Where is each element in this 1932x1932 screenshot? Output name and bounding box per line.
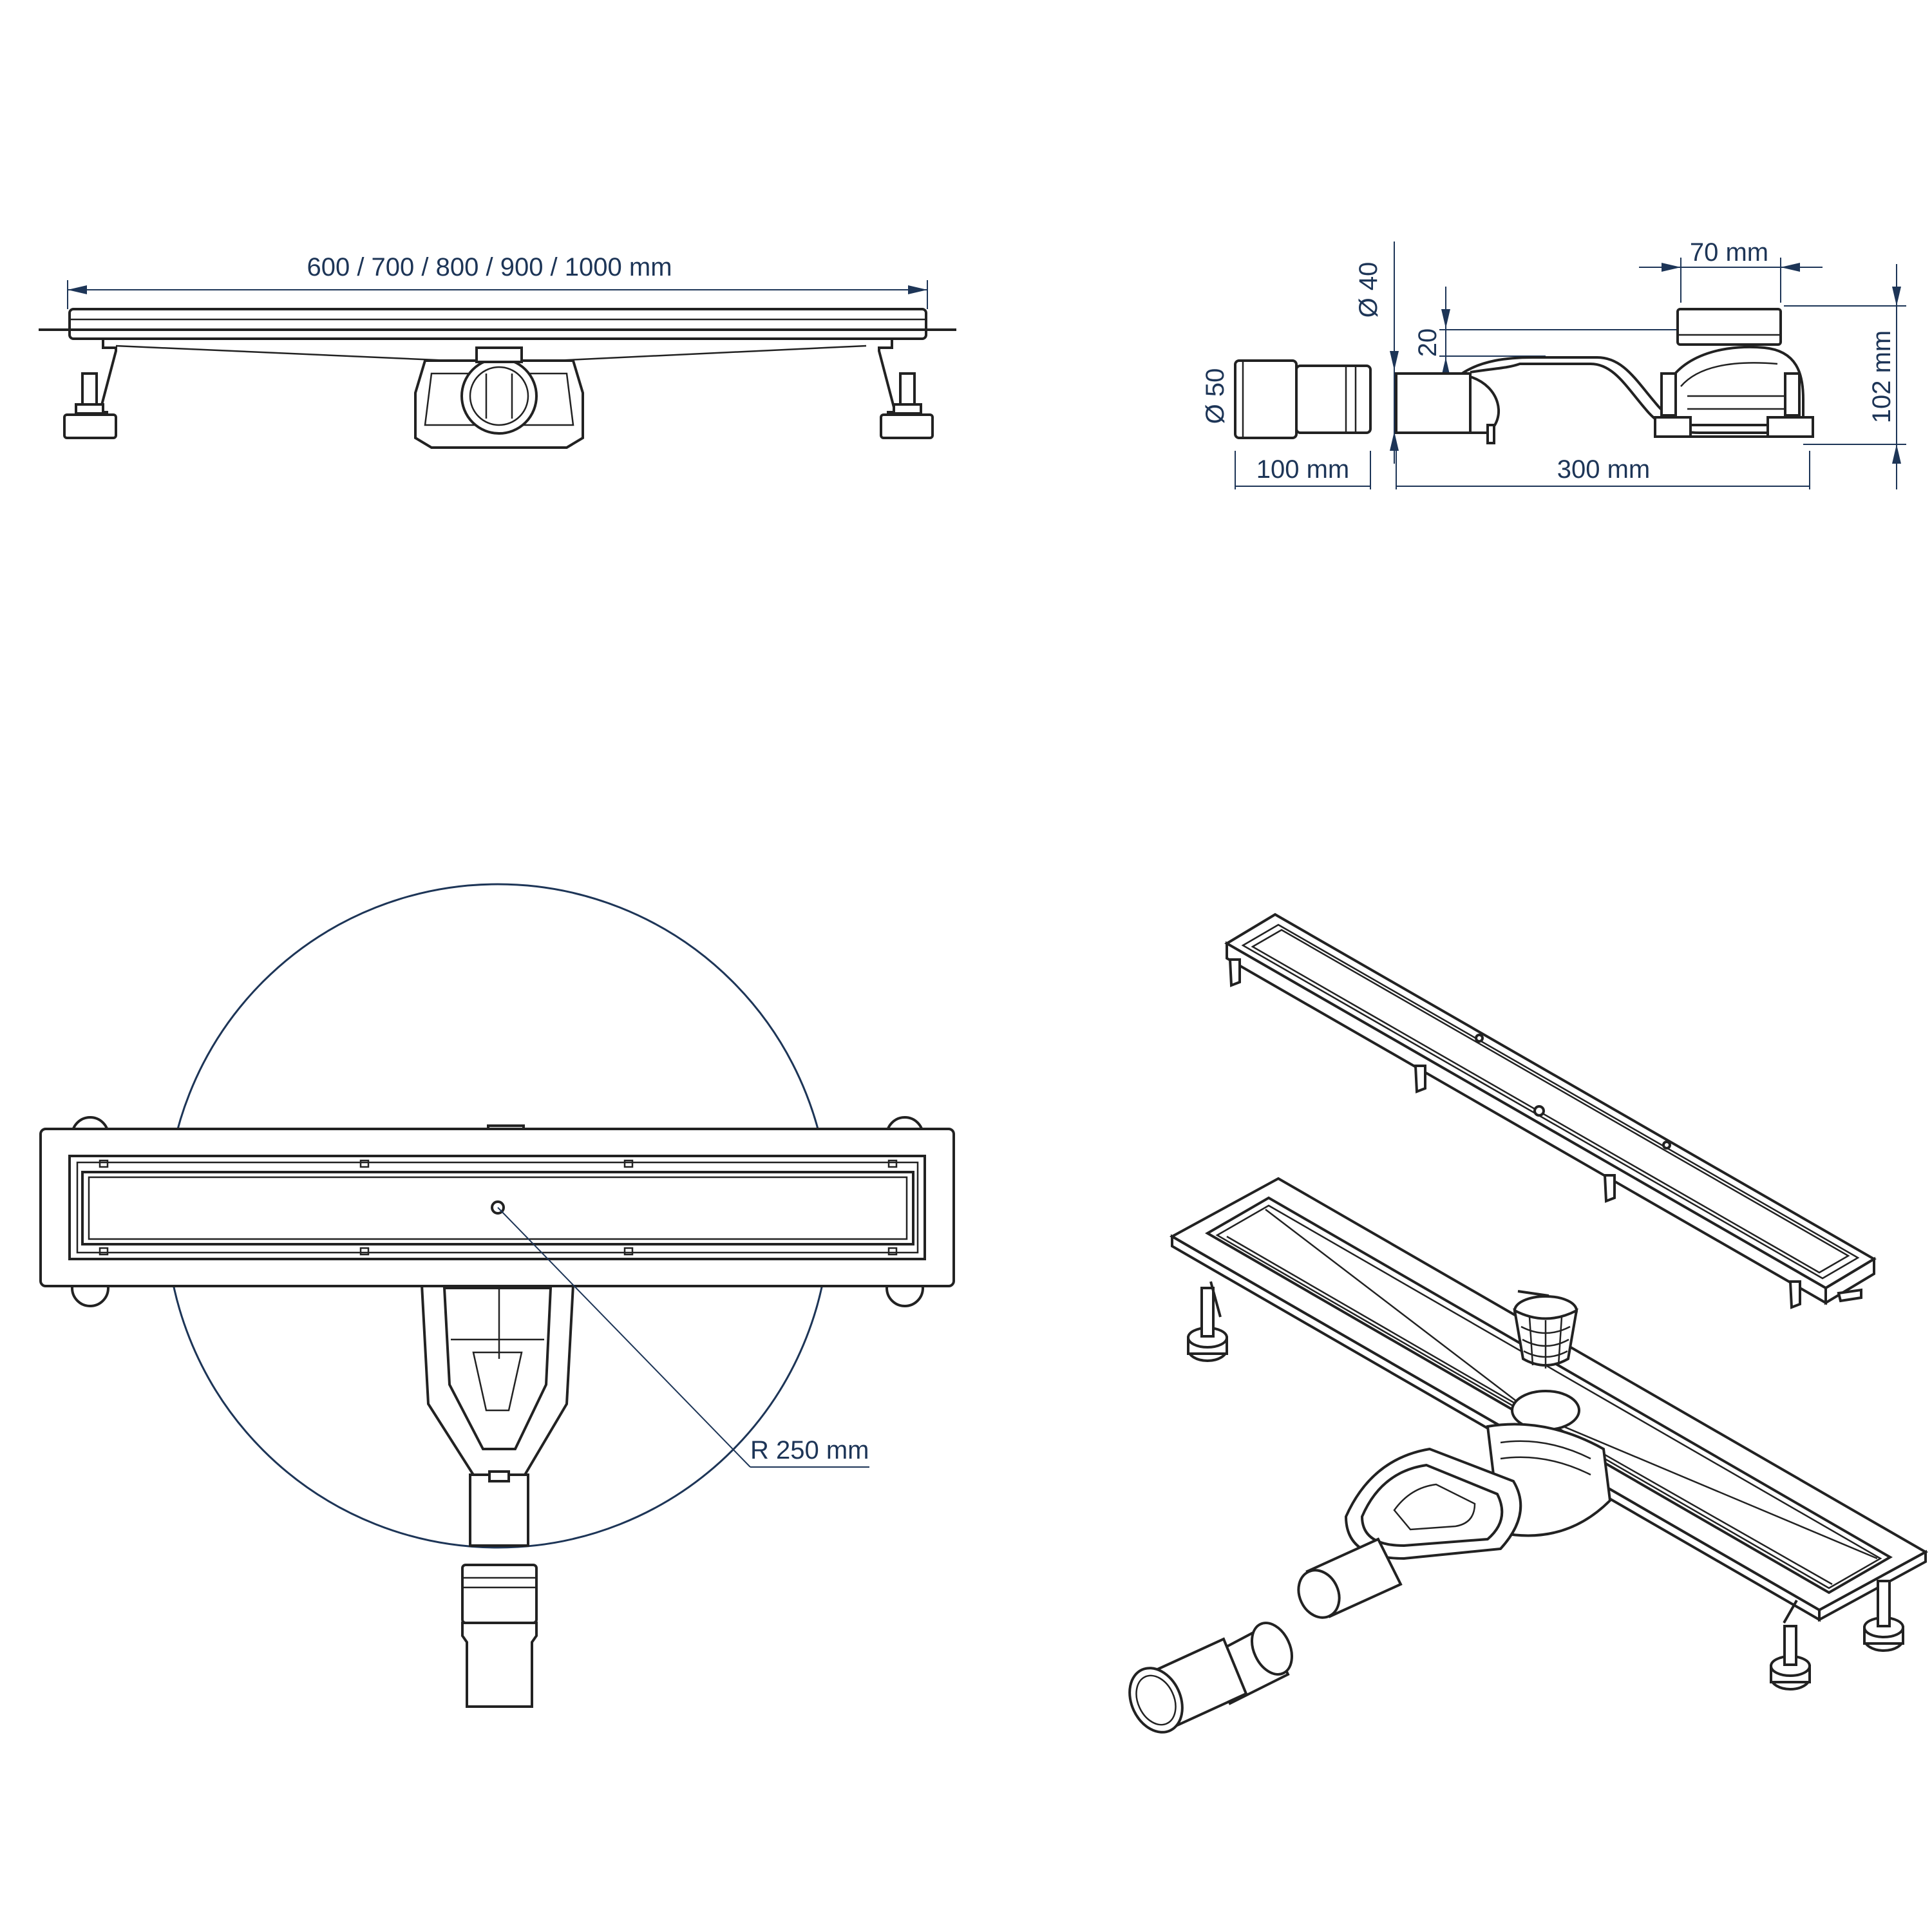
right-adjustable-foot: [878, 339, 934, 439]
front-elevation-view: 600 / 700 / 800 / 900 / 1000 mm: [39, 253, 956, 449]
outlet-40-dimension: Ø 40: [1354, 242, 1399, 464]
adapter-length-dimension: 100 mm: [1235, 451, 1371, 489]
lip-height-dimension: 20: [1414, 287, 1681, 386]
body-depth-label: 300 mm: [1557, 455, 1651, 484]
outlet-40-label: Ø 40: [1354, 262, 1383, 318]
left-adjustable-foot: [63, 339, 117, 439]
body-depth-dimension: 300 mm: [1396, 451, 1810, 489]
adapter-length-label: 100 mm: [1256, 455, 1350, 484]
lip-height-label: 20: [1414, 328, 1442, 357]
radius-label: R 250 mm: [750, 1436, 869, 1464]
pipe-adapter: [1234, 359, 1372, 439]
siphon-outlet: [414, 346, 584, 449]
grate-width-label: 70 mm: [1690, 238, 1768, 267]
total-height-dimension: 102 mm: [1784, 264, 1906, 489]
siphon-isometric: [1297, 1423, 1612, 1619]
adapter-isometric: [1128, 1622, 1293, 1734]
grate-isometric: [1224, 913, 1877, 1309]
channel-body: [68, 308, 927, 340]
radius-dimension: R 250 mm: [497, 1207, 869, 1468]
feet-isometric: [1187, 1281, 1904, 1690]
outlet-50-label: Ø 50: [1201, 368, 1229, 424]
length-label: 600 / 700 / 800 / 900 / 1000 mm: [307, 253, 672, 281]
side-section-view: 70 mm 102 mm Ø 40 20 Ø 50: [1201, 238, 1906, 489]
siphon-plan: [420, 1283, 575, 1547]
exploded-isometric-view: [1128, 913, 1929, 1734]
drain-body-side: [1395, 308, 1814, 444]
grate-profile: [1676, 308, 1782, 346]
adapter-plan: [461, 1564, 538, 1708]
hair-basket: [1513, 1290, 1578, 1368]
total-height-label: 102 mm: [1868, 330, 1896, 424]
grate-width-dimension: 70 mm: [1639, 238, 1823, 303]
top-plan-view: R 250 mm: [39, 883, 955, 1708]
length-dimension: 600 / 700 / 800 / 900 / 1000 mm: [67, 253, 928, 309]
